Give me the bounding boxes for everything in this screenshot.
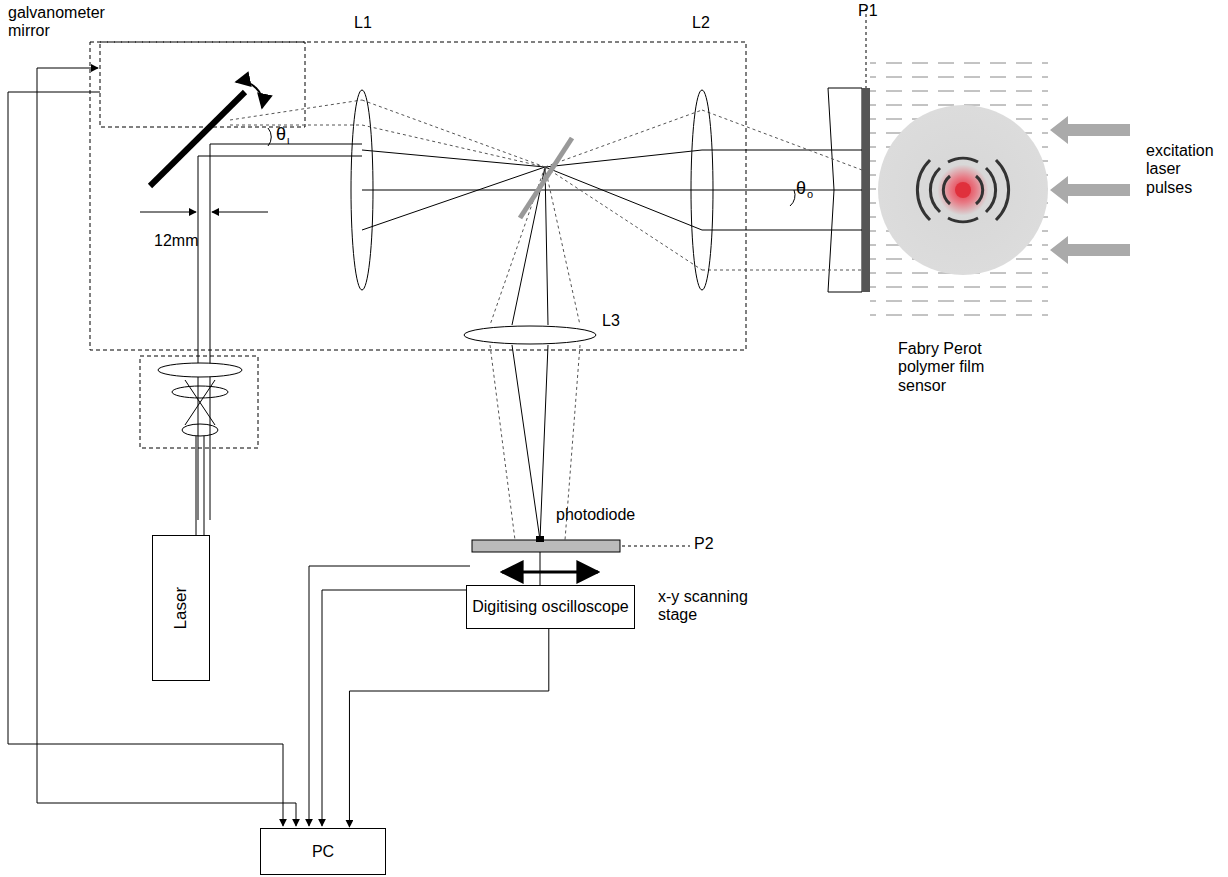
laser-box: Laser bbox=[152, 535, 210, 681]
part-label: x-y scanning stage bbox=[658, 588, 758, 625]
angle-subscript: o bbox=[807, 188, 813, 201]
signal-wire bbox=[349, 629, 548, 827]
part-label: galvanometer mirror bbox=[8, 4, 128, 41]
oscilloscope-box: Digitising oscilloscope bbox=[466, 585, 635, 629]
part-label: photodiode bbox=[556, 506, 635, 524]
angle-subscript: ι bbox=[287, 134, 289, 147]
part-label: Fabry Perot polymer film sensor bbox=[898, 340, 988, 395]
box-label: Digitising oscilloscope bbox=[472, 597, 629, 616]
plane-label: P2 bbox=[694, 535, 714, 553]
plane-label: P1 bbox=[858, 2, 878, 20]
angle-symbol: θ bbox=[276, 124, 286, 145]
dimension-label: 12mm bbox=[154, 232, 198, 250]
pc-box: PC bbox=[260, 828, 386, 875]
angle-symbol: θ bbox=[796, 178, 806, 199]
note-label: excitation laser pulses bbox=[1146, 142, 1221, 197]
box-label: Laser bbox=[171, 587, 191, 630]
lens-label: L3 bbox=[602, 312, 620, 330]
box-label: PC bbox=[312, 842, 334, 861]
lens-label: L2 bbox=[692, 14, 710, 32]
lens-label: L1 bbox=[354, 14, 372, 32]
